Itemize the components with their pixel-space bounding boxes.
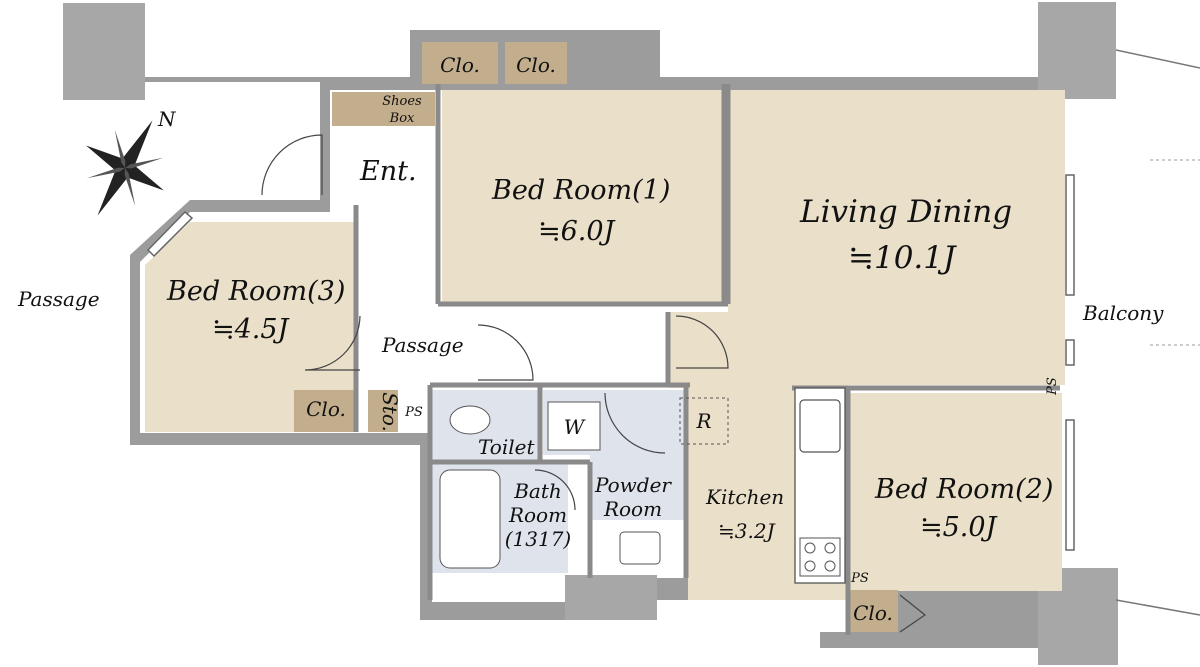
toilet-bowl <box>449 405 491 435</box>
living-dining-size: ≒10.1J <box>848 240 957 276</box>
kitchen-upper <box>668 312 788 388</box>
storage-area <box>368 390 398 432</box>
closet-label-2: Clo. <box>516 53 556 77</box>
storage-label: Sto. <box>378 392 402 432</box>
bedroom-2-room <box>850 393 1062 591</box>
balcony-label: Balcony <box>1082 301 1164 325</box>
kitchen-name: Kitchen <box>705 485 784 509</box>
stove <box>799 537 841 577</box>
inner-passage-label: Passage <box>381 333 464 357</box>
bathtub <box>439 469 501 569</box>
pillar-top-right <box>1038 2 1116 99</box>
shoes-box <box>332 92 435 126</box>
powder-room-label-2: Room <box>603 497 662 521</box>
washer-box <box>547 401 601 451</box>
shoes-box-label-2: Box <box>389 111 415 126</box>
closet-top-1 <box>422 42 498 84</box>
bath-room-label-2: Room <box>508 503 567 527</box>
bedroom-1-room <box>442 90 724 304</box>
compass-rose <box>86 120 164 216</box>
bedroom-2-size: ≒5.0J <box>920 512 999 543</box>
bath-room-label-3: (1317) <box>505 527 572 551</box>
closet-label-1: Clo. <box>440 53 480 77</box>
partition-walls <box>353 84 1060 635</box>
fridge-label: R <box>695 409 711 433</box>
vanity-sink <box>619 531 661 565</box>
closet-label-3: Clo. <box>306 397 346 421</box>
bedroom-3-size: ≒4.5J <box>212 314 291 345</box>
washer-label: W <box>564 415 586 439</box>
closet-top-2 <box>505 42 567 84</box>
pillar-top-left <box>63 3 145 100</box>
ps-label-3: PS <box>1045 377 1060 396</box>
bedroom-3-room <box>145 222 356 432</box>
kitchen-size: ≒3.2J <box>718 519 776 543</box>
closet-bedroom-2 <box>850 590 898 632</box>
door-swings <box>261 134 927 633</box>
closet-bedroom-3 <box>294 390 358 432</box>
kitchen-sink <box>799 399 841 453</box>
ps-label-2: PS <box>850 571 869 586</box>
powder-room-area <box>590 390 686 520</box>
bedroom-3-name: Bed Room(3) <box>166 276 345 307</box>
toilet-label: Toilet <box>478 435 535 459</box>
powder-room-label-1: Powder <box>594 473 672 497</box>
entrance-label: Ent. <box>359 156 417 187</box>
closet-label-4: Clo. <box>853 601 893 625</box>
balcony-area <box>1115 49 1200 616</box>
windows <box>146 174 1075 551</box>
living-dining-name: Living Dining <box>799 194 1012 230</box>
bedroom-2-name: Bed Room(2) <box>874 474 1053 505</box>
bath-room-label-1: Bath <box>513 479 562 503</box>
fridge-space <box>679 397 729 445</box>
ps-label-1: PS <box>404 405 423 420</box>
bedroom-1-name: Bed Room(1) <box>491 175 670 206</box>
bedroom-1-size: ≒6.0J <box>538 216 617 247</box>
pillar-bottom-mid <box>565 575 657 620</box>
outer-passage-label: Passage <box>17 287 100 311</box>
compass-north-label: N <box>157 107 177 131</box>
shoes-box-label-1: Shoes <box>382 94 422 109</box>
